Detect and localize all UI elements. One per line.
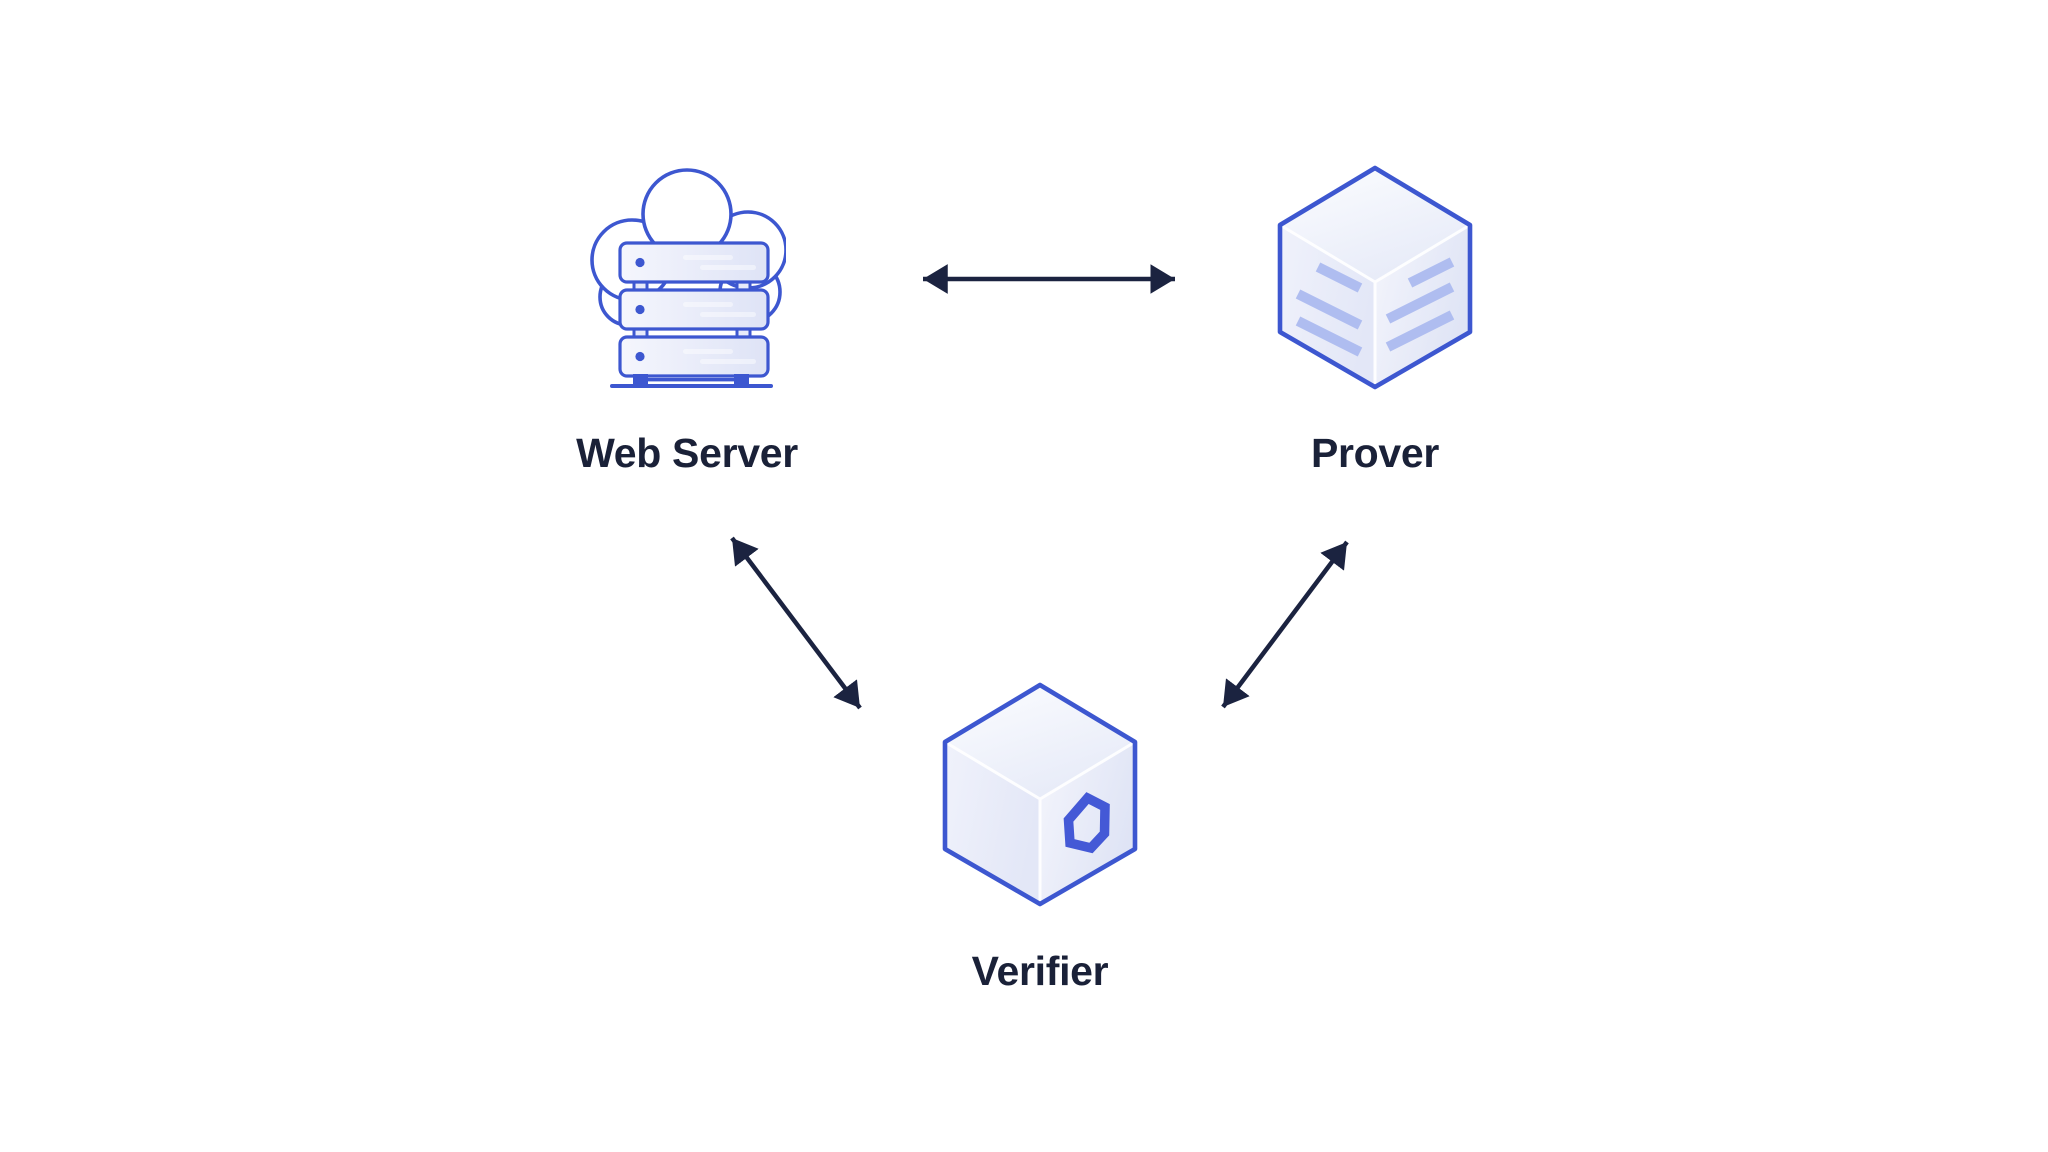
isometric-cube-hexagon-logo-icon	[942, 682, 1138, 907]
server-base	[610, 374, 773, 388]
server-units	[618, 241, 770, 378]
edge-web-server-verifier	[730, 536, 862, 710]
edge-prover-verifier	[1221, 540, 1349, 709]
cube-data-stripes	[1295, 257, 1455, 357]
node-prover: Prover	[1275, 163, 1475, 476]
hexagon-ring-logo-icon	[1063, 792, 1110, 854]
node-verifier: Verifier	[940, 680, 1140, 994]
cloud-server-icon	[590, 168, 786, 388]
isometric-cube-data-icon	[1277, 165, 1473, 390]
node-label-web-server: Web Server	[576, 430, 798, 476]
node-label-prover: Prover	[1310, 430, 1440, 476]
node-web-server: Web Server	[576, 162, 798, 476]
node-label-verifier: Verifier	[971, 948, 1109, 994]
